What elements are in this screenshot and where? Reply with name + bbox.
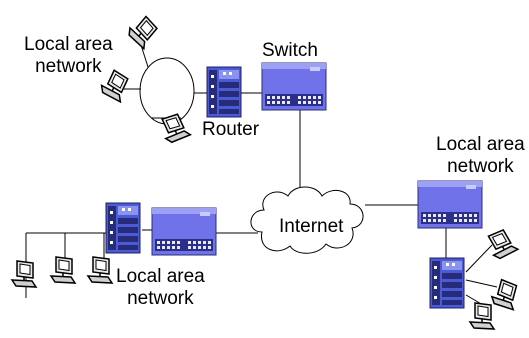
computer-icon[interactable] — [489, 277, 521, 311]
switch-icon[interactable] — [151, 207, 217, 256]
computer-icon[interactable] — [124, 12, 162, 50]
router-icon[interactable] — [206, 66, 242, 118]
computer-icon[interactable] — [483, 225, 519, 263]
label-switch: Switch — [262, 40, 318, 61]
label-lan-bottom-line2: network — [127, 288, 194, 309]
label-lan-bottom-line1: Local area — [116, 266, 205, 287]
label-lan-right-line2: network — [447, 156, 514, 177]
computer-icon[interactable] — [11, 260, 37, 288]
ring-network-icon — [124, 44, 195, 125]
switch-icon[interactable] — [261, 62, 327, 111]
label-lan-top: Local area network — [24, 34, 113, 78]
label-internet: Internet — [279, 216, 344, 237]
label-router: Router — [202, 119, 260, 140]
computer-icon[interactable] — [87, 256, 113, 284]
internet-cloud-icon — [250, 186, 364, 254]
router-icon[interactable] — [429, 257, 465, 309]
label-lan-top-line1: Local area — [24, 34, 113, 55]
computer-icon[interactable] — [50, 256, 76, 284]
label-lan-right-line1: Local area — [436, 134, 525, 155]
switch-icon[interactable] — [417, 180, 483, 229]
router-icon[interactable] — [105, 202, 141, 254]
label-lan-top-line2: network — [35, 56, 102, 77]
computer-icon[interactable] — [469, 302, 495, 330]
label-lan-bottom: Local area network — [116, 266, 205, 310]
label-lan-right: Local area network — [436, 134, 525, 178]
